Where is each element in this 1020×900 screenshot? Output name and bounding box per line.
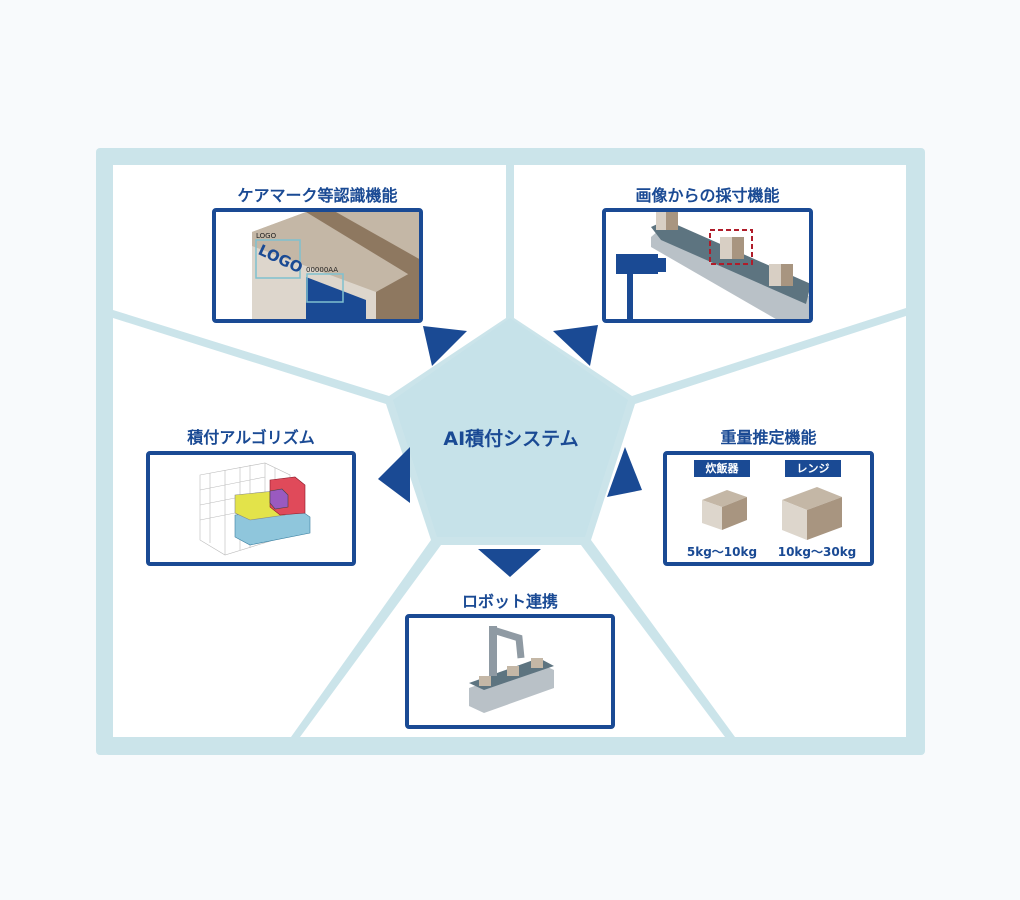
conveyor-illustration <box>616 212 809 319</box>
care-mark-box: LOGO LOGO 00000AA <box>212 208 423 323</box>
weight-range-microwave: 10kg～30kg <box>777 545 857 559</box>
algorithm-box <box>146 451 356 566</box>
robot-title: ロボット連携 <box>461 592 558 611</box>
center-pentagon <box>393 318 628 537</box>
code-label: 00000AA <box>306 266 339 274</box>
box-illustration <box>252 212 419 319</box>
center-label: AI積付システム <box>443 428 579 450</box>
arrows <box>378 325 642 577</box>
stacking-3d-illustration <box>199 462 311 556</box>
weight-box: 炊飯器 レンジ 5kg～10kg 10kg～30kg <box>663 451 874 566</box>
arrow-measure <box>553 325 598 366</box>
weight-title: 重量推定機能 <box>720 428 817 447</box>
arrow-care-mark <box>423 326 467 366</box>
weight-tag-rice-cooker: 炊飯器 <box>694 460 750 477</box>
algorithm-title: 積付アルゴリズム <box>187 428 315 447</box>
care-mark-title: ケアマーク等認識機能 <box>237 186 398 205</box>
weight-tag-microwave: レンジ <box>785 460 841 477</box>
robot-box <box>405 614 615 729</box>
arrow-algorithm <box>378 447 410 503</box>
weight-range-rice-cooker: 5kg～10kg <box>686 545 758 559</box>
robot-arm-illustration <box>469 626 554 713</box>
logo-label: LOGO <box>256 232 277 240</box>
measure-title: 画像からの採寸機能 <box>635 186 780 205</box>
measure-box <box>602 208 813 323</box>
arrow-robot <box>478 549 541 577</box>
arrow-weight <box>607 447 642 497</box>
boxes-illustration <box>702 487 842 540</box>
